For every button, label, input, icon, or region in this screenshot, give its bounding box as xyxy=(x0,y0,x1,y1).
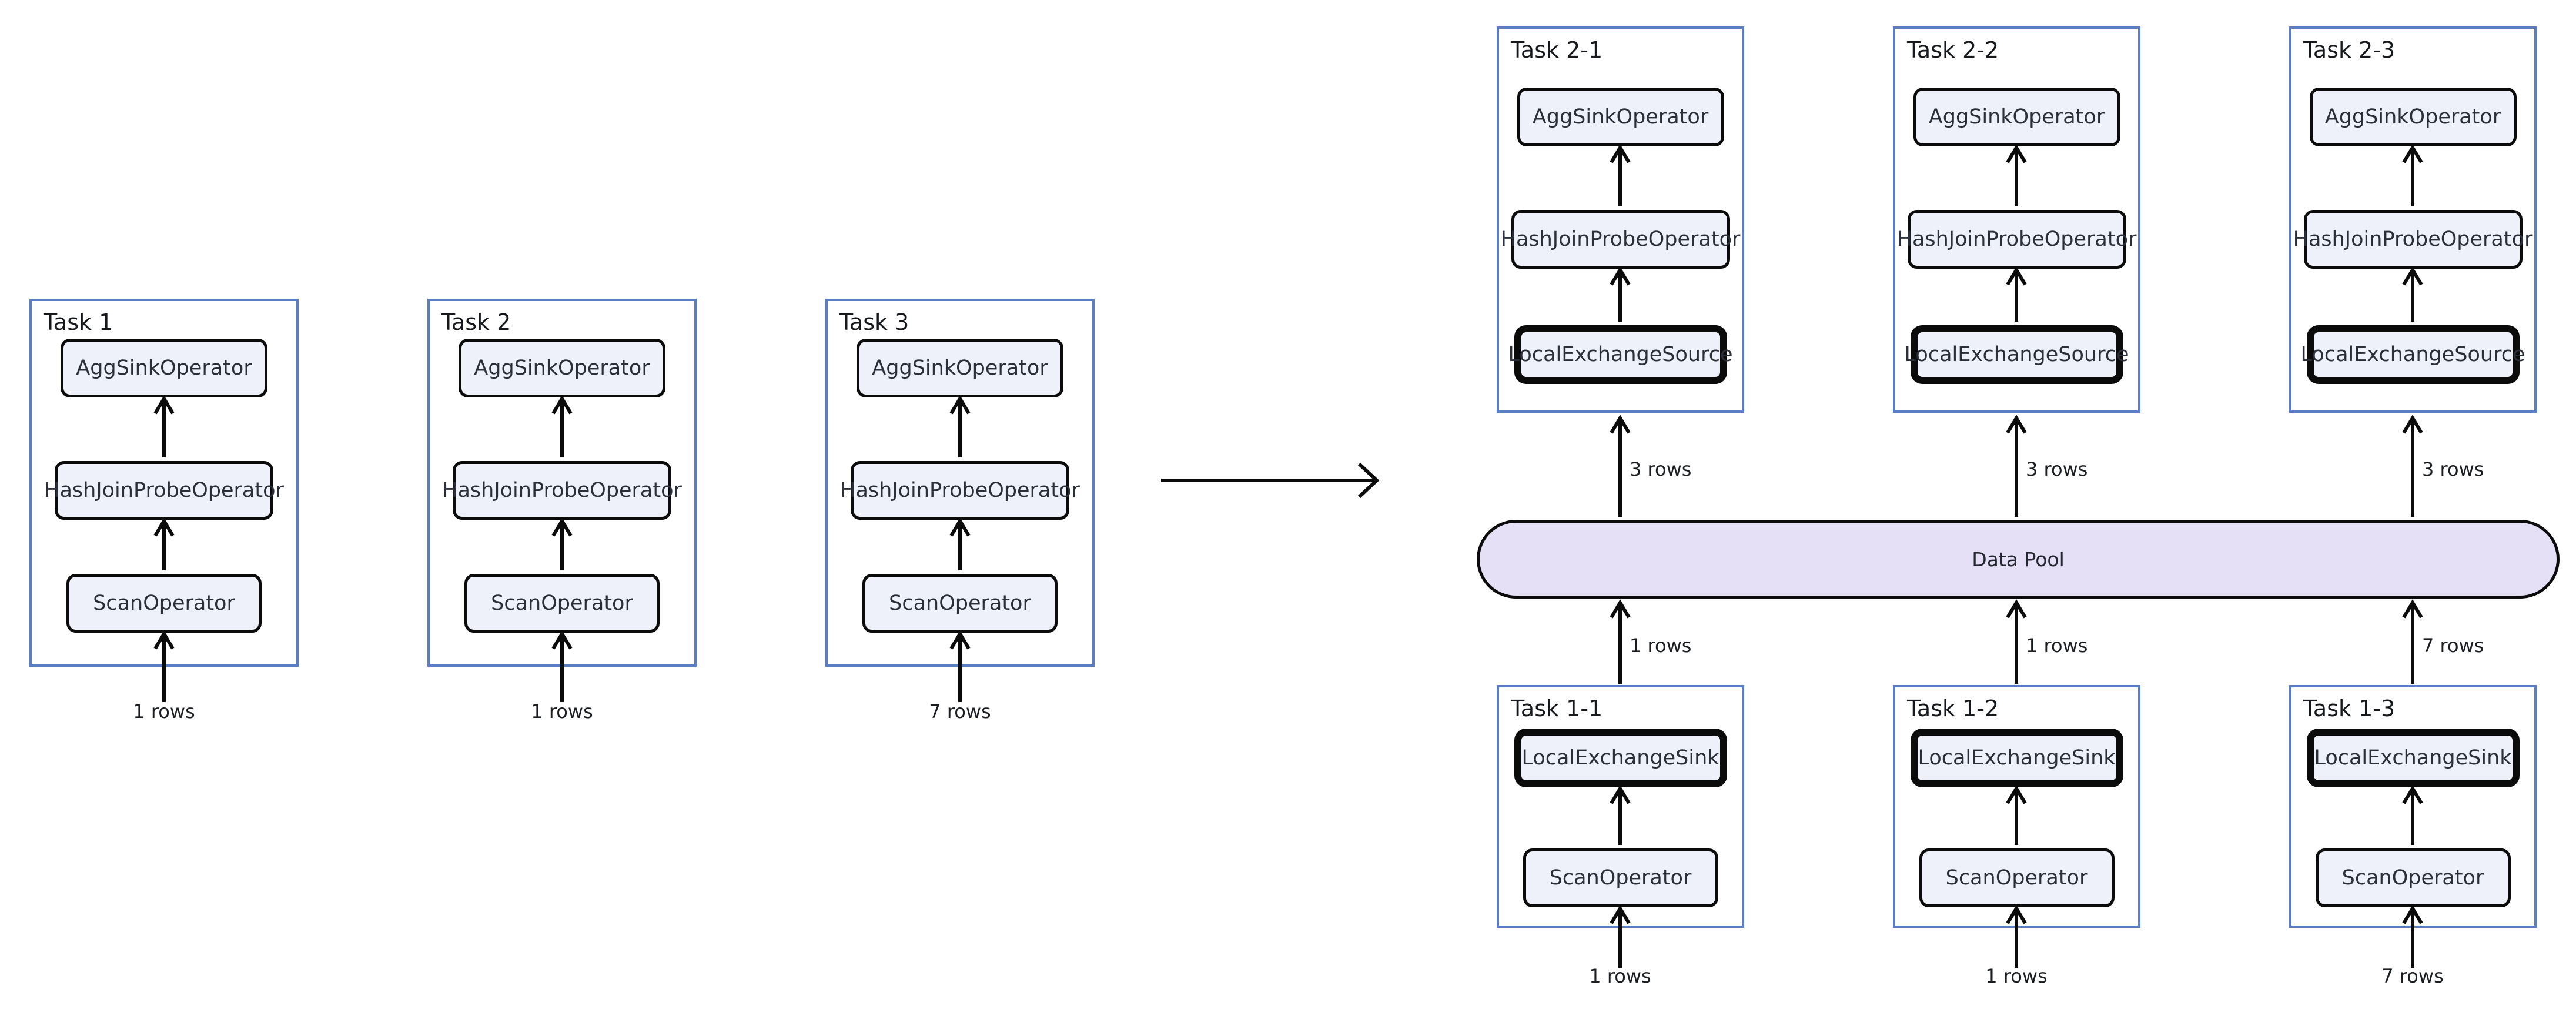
task-2-1-label: Task 2-1 xyxy=(1511,37,1603,63)
node-aggsinkoperator: AggSinkOperator xyxy=(1913,88,2120,146)
up-arrow xyxy=(1610,599,1631,684)
node-localexchangesink: LocalExchangeSink xyxy=(1910,729,2123,787)
task-1-2-label: Task 1-2 xyxy=(1907,696,1999,721)
task-3-label: Task 3 xyxy=(839,309,909,335)
rows-label: 7 rows xyxy=(2422,634,2484,657)
rows-label: 3 rows xyxy=(2422,458,2484,480)
node-scanoperator: ScanOperator xyxy=(1919,848,2115,907)
node-localexchangesink: LocalExchangeSink xyxy=(2306,729,2520,787)
up-arrow xyxy=(1610,415,1631,517)
rows-label: 3 rows xyxy=(1630,458,1692,480)
rows-label: 1 rows xyxy=(133,700,195,723)
task-2-3-box: Task 2-3 AggSinkOperator HashJoinProbeOp… xyxy=(2289,26,2537,413)
node-scanoperator: ScanOperator xyxy=(66,574,262,633)
rows-label: 1 rows xyxy=(1630,634,1692,657)
node-aggsinkoperator: AggSinkOperator xyxy=(857,339,1063,397)
node-scanoperator: ScanOperator xyxy=(1523,848,1718,907)
node-hashjoinprobeoperator: HashJoinProbeOperator xyxy=(840,461,1080,520)
task-2-1-box: Task 2-1 AggSinkOperator HashJoinProbeOp… xyxy=(1497,26,1744,413)
node-aggsinkoperator: AggSinkOperator xyxy=(459,339,665,397)
node-aggsinkoperator: AggSinkOperator xyxy=(1517,88,1724,146)
task-1-3-label: Task 1-3 xyxy=(2303,696,2396,721)
task-1-1-label: Task 1-1 xyxy=(1511,696,1603,721)
task-2-2-label: Task 2-2 xyxy=(1907,37,1999,63)
node-localexchangesource: LocalExchangeSource xyxy=(1905,325,2129,384)
data-pool: Data Pool xyxy=(1477,520,2560,599)
up-arrow xyxy=(2006,599,2027,684)
node-scanoperator: ScanOperator xyxy=(862,574,1058,633)
rows-label: 1 rows xyxy=(1589,965,1651,987)
rows-label: 7 rows xyxy=(2381,965,2444,987)
rows-label: 7 rows xyxy=(929,700,991,723)
up-arrow xyxy=(2006,415,2027,517)
up-arrow xyxy=(2402,415,2423,517)
node-hashjoinprobeoperator: HashJoinProbeOperator xyxy=(1501,210,1740,269)
task-2-3-label: Task 2-3 xyxy=(2303,37,2396,63)
task-3-box: Task 3 AggSinkOperator HashJoinProbeOper… xyxy=(825,299,1095,667)
node-scanoperator: ScanOperator xyxy=(464,574,660,633)
node-hashjoinprobeoperator: HashJoinProbeOperator xyxy=(442,461,682,520)
node-aggsinkoperator: AggSinkOperator xyxy=(61,339,267,397)
task-1-label: Task 1 xyxy=(44,309,113,335)
task-1-1-box: Task 1-1 LocalExchangeSink ScanOperator xyxy=(1497,685,1744,928)
node-hashjoinprobeoperator: HashJoinProbeOperator xyxy=(44,461,284,520)
node-localexchangesource: LocalExchangeSource xyxy=(1508,325,1732,384)
task-2-box: Task 2 AggSinkOperator HashJoinProbeOper… xyxy=(427,299,697,667)
task-1-2-box: Task 1-2 LocalExchangeSink ScanOperator xyxy=(1893,685,2140,928)
rows-label: 3 rows xyxy=(2026,458,2088,480)
task-2-label: Task 2 xyxy=(441,309,511,335)
node-scanoperator: ScanOperator xyxy=(2315,848,2511,907)
node-hashjoinprobeoperator: HashJoinProbeOperator xyxy=(1897,210,2136,269)
task-1-3-box: Task 1-3 LocalExchangeSink ScanOperator xyxy=(2289,685,2537,928)
task-2-2-box: Task 2-2 AggSinkOperator HashJoinProbeOp… xyxy=(1893,26,2140,413)
transform-arrow xyxy=(1161,462,1380,499)
node-aggsinkoperator: AggSinkOperator xyxy=(2309,88,2517,146)
node-localexchangesink: LocalExchangeSink xyxy=(1514,729,1727,787)
rows-label: 1 rows xyxy=(1985,965,2048,987)
node-hashjoinprobeoperator: HashJoinProbeOperator xyxy=(2293,210,2532,269)
up-arrow xyxy=(2402,599,2423,684)
node-localexchangesource: LocalExchangeSource xyxy=(2301,325,2525,384)
rows-label: 1 rows xyxy=(531,700,593,723)
rows-label: 1 rows xyxy=(2026,634,2088,657)
task-1-box: Task 1 AggSinkOperator HashJoinProbeOper… xyxy=(29,299,299,667)
